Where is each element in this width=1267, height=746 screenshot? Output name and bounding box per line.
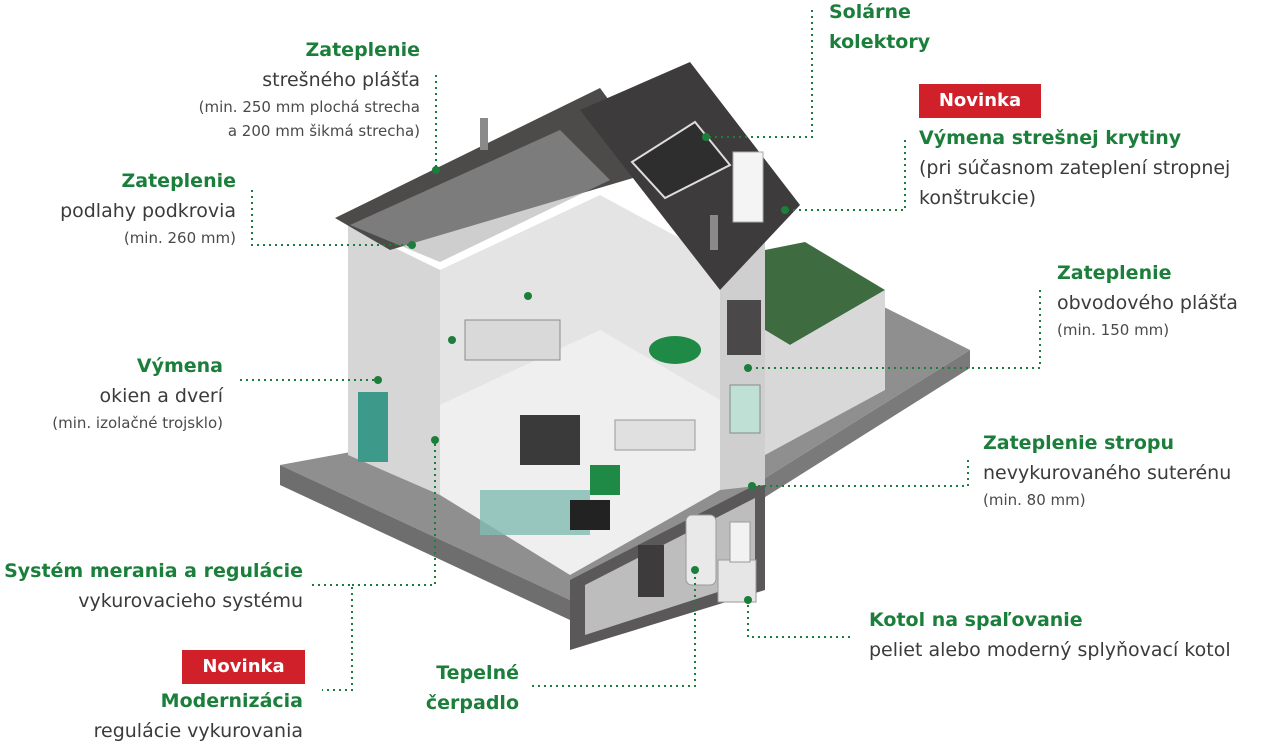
attic-floor-note: (min. 260 mm) <box>123 229 236 247</box>
label-attic-floor: Zateplenie podlahy podkrovia (min. 260 m… <box>60 166 236 250</box>
windows-sub: okien a dverí <box>99 385 223 407</box>
heat-pump-unit <box>685 514 717 586</box>
basement-ceiling-sub: nevykurovaného suterénu <box>983 462 1232 484</box>
label-modernization: Modernizácia regulácie vykurovania <box>94 686 303 746</box>
bed <box>464 319 561 361</box>
boiler-sub: peliet alebo moderný splyňovací kotol <box>869 639 1231 661</box>
ground-slab-edge <box>280 465 570 620</box>
fridge <box>358 392 388 462</box>
roofing-sub2: konštrukcie) <box>919 187 1037 209</box>
right-wall-window <box>729 384 761 434</box>
roofing-title: Výmena strešnej krytiny <box>919 127 1182 149</box>
solar-panels <box>630 120 732 200</box>
modernization-title: Modernizácia <box>160 690 303 712</box>
facade-sub: obvodového plášťa <box>1057 292 1238 314</box>
roof-glass <box>350 130 610 262</box>
novinka-badge-bottom: Novinka <box>182 650 305 684</box>
label-heat-pump: Tepelné čerpadlo <box>426 658 519 718</box>
label-roof-insulation: Zateplenie strešného plášťa (min. 250 mm… <box>199 35 420 143</box>
green-roof <box>765 242 885 345</box>
basement-ceiling-note: (min. 80 mm) <box>983 491 1086 509</box>
windows-title: Výmena <box>136 355 223 377</box>
attic-floor-sub: podlahy podkrovia <box>60 200 236 222</box>
bookshelf <box>520 415 580 465</box>
heat-pump-title1: Tepelné <box>436 662 519 684</box>
label-solar: Solárne kolektory <box>829 0 930 57</box>
extension-wall <box>765 290 885 455</box>
label-metering: Systém merania a regulácie vykurovacieho… <box>4 556 303 616</box>
label-roofing: Výmena strešnej krytiny (pri súčasnom za… <box>919 123 1230 213</box>
basement-door <box>638 545 664 597</box>
attic-floor-title: Zateplenie <box>121 170 237 192</box>
heat-pump-title2: čerpadlo <box>425 692 519 714</box>
metering-sub: vykurovacieho systému <box>78 590 303 612</box>
solar-title1: Solárne <box>829 1 911 23</box>
windows-note: (min. izolačné trojsklo) <box>52 414 223 432</box>
leader-lines <box>240 10 1041 691</box>
modernization-sub: regulácie vykurovania <box>93 720 303 742</box>
boiler-title: Kotol na spaľovanie <box>869 609 1083 631</box>
label-windows: Výmena okien a dverí (min. izolačné troj… <box>52 351 223 435</box>
leader-dots <box>374 133 789 604</box>
roofing-sub1: (pri súčasnom zateplení stropnej <box>919 157 1231 179</box>
facade-note: (min. 150 mm) <box>1057 321 1170 339</box>
roof-insulation-sub: strešného plášťa <box>262 69 420 91</box>
vent-pipe-2 <box>710 215 718 250</box>
vent-pipe <box>480 118 488 150</box>
round-table <box>649 336 701 364</box>
label-basement-ceiling: Zateplenie stropu nevykurovaného suterén… <box>983 428 1231 512</box>
roof-insulation-title: Zateplenie <box>305 39 421 61</box>
tv <box>570 500 610 530</box>
basement-ceiling-title: Zateplenie stropu <box>983 432 1175 454</box>
metering-title: Systém merania a regulácie <box>4 560 303 582</box>
label-facade: Zateplenie obvodového plášťa (min. 150 m… <box>1057 258 1238 342</box>
solar-title2: kolektory <box>829 31 931 53</box>
dining-table <box>614 419 696 451</box>
right-wall-vent <box>727 300 761 355</box>
boiler-pipes <box>729 521 751 563</box>
novinka-badge-top: Novinka <box>919 84 1041 118</box>
facade-title: Zateplenie <box>1057 262 1172 284</box>
label-boiler: Kotol na spaľovanie peliet alebo moderný… <box>869 605 1231 665</box>
roof-insulation-note1: (min. 250 mm plochá strecha <box>198 98 420 116</box>
roof-insulation-note2: a 200 mm šikmá strecha) <box>227 122 420 140</box>
chimney <box>732 151 764 223</box>
boiler-unit <box>717 559 757 603</box>
armchair <box>590 465 620 495</box>
